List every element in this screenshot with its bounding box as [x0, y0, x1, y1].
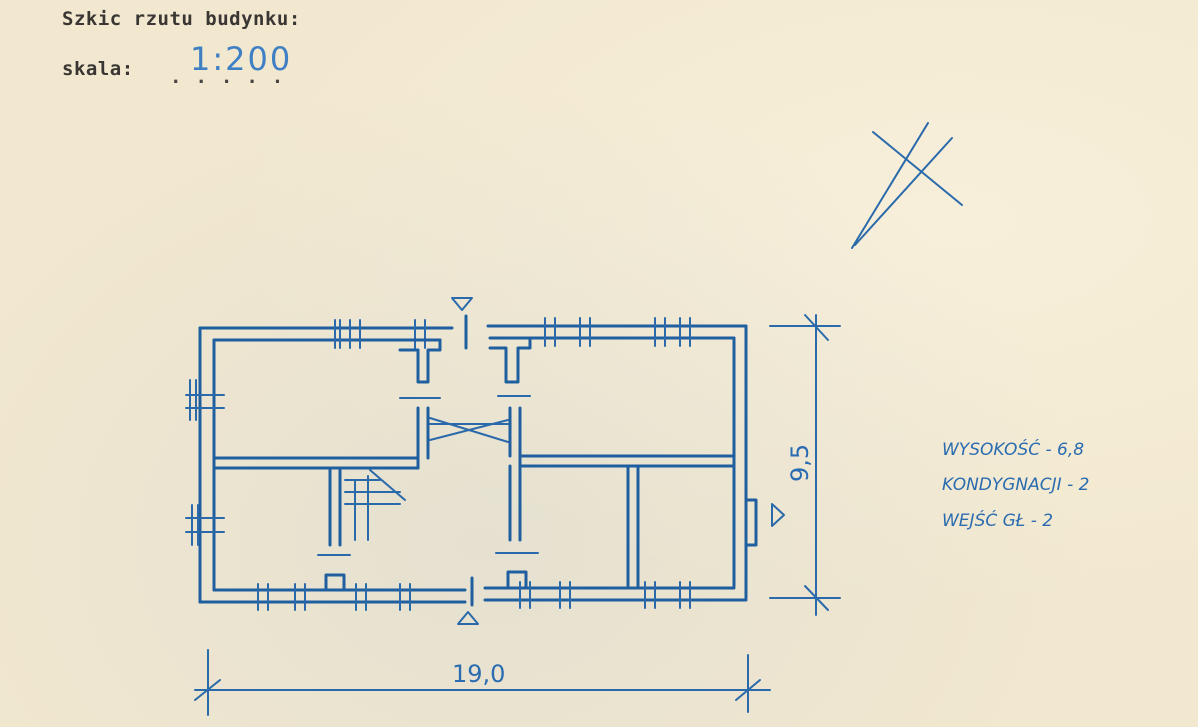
length-dimension: 19,0 — [452, 660, 505, 688]
entrance-triangle-icon — [451, 297, 785, 625]
left-windows — [185, 379, 225, 546]
staircase — [344, 469, 406, 541]
note-storeys: KONDYGNACJI - 2 — [942, 475, 1089, 495]
north-arrow-icon — [851, 122, 963, 249]
note-height: WYSOKOŚĆ - 6,8 — [942, 438, 1084, 460]
scale-label: skala: — [62, 58, 134, 80]
top-windows — [334, 317, 691, 349]
right-entrance-bump — [732, 498, 758, 547]
outer-walls — [198, 314, 748, 607]
dimension-lines — [194, 314, 841, 716]
scale-value: 1:200 — [190, 40, 293, 78]
sketch-title: Szkic rzutu budynku: — [62, 8, 301, 30]
hall-cross — [429, 417, 509, 443]
scale-dots: ..... — [170, 66, 298, 88]
note-entrances: WEJŚĆ GŁ - 2 — [942, 509, 1053, 531]
width-dimension: 9,5 — [786, 444, 814, 482]
bottom-windows — [257, 581, 691, 611]
interior-walls — [212, 336, 736, 592]
